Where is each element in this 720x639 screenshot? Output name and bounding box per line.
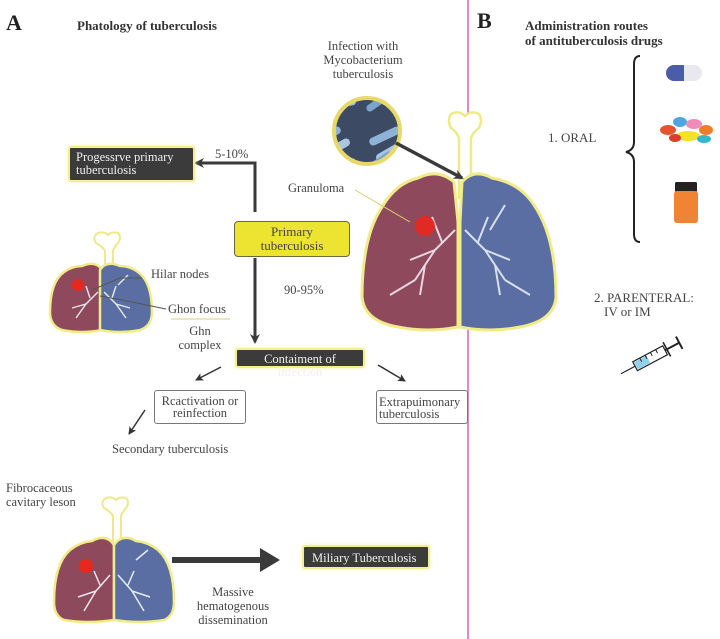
panel-a-letter: A <box>6 10 22 35</box>
panel-b-letter: B <box>477 8 492 33</box>
miliary-tb-box: Miliary Tuberculosis <box>302 545 430 569</box>
arrow-to-secondary <box>128 409 146 435</box>
infection-label: Infection with Mycobacterium tuberculosi… <box>323 39 403 81</box>
pill-bottle-icon <box>674 182 698 223</box>
containment-percent: 90-95% <box>284 283 324 297</box>
arrow-to-extrapulmonary <box>377 364 406 382</box>
primary-tb-box: Primary tuberculosis <box>234 221 350 257</box>
fibrocaseous-label: Fibrocaceous cavitary leson <box>6 481 76 509</box>
infection-arrow <box>395 141 464 180</box>
dissemination-arrow <box>172 548 280 572</box>
containment-box: Contaiment of infection <box>235 348 365 379</box>
progressive-primary-tb-box: Progessrve primary tuberculosis <box>68 146 195 182</box>
hilar-nodes-label: Hilar nodes <box>151 267 209 281</box>
large-lungs-illustration <box>360 111 558 332</box>
parenteral-route-label: 2. PARENTERAL: IV or IM <box>594 290 694 319</box>
granuloma-label: Granuloma <box>288 181 345 195</box>
ghon-focus-label: Ghon focus <box>168 302 226 316</box>
panel-b-title: Administration routes of antituberculosi… <box>525 18 663 48</box>
granuloma-lesion <box>415 216 435 236</box>
panel-a-title: Phatology of tuberculosis <box>77 18 217 33</box>
extrapulmonary-box: Extrapuimonary tuberculosis <box>376 390 468 424</box>
mycobacterium-image <box>332 96 402 166</box>
reactivation-box: Rcactivation or reinfection <box>154 390 246 424</box>
oral-route-label: 1. ORAL <box>548 130 597 145</box>
pills-icon <box>660 117 713 143</box>
syringe-icon <box>620 336 684 375</box>
arrow-to-reactivation <box>195 366 222 381</box>
small-lungs-illustration <box>48 231 154 334</box>
arrow-to-progressive <box>194 158 257 212</box>
ghon-complex-label: Ghn complex <box>178 324 222 352</box>
secondary-tb-label: Secondary tuberculosis <box>112 442 229 456</box>
oral-brace <box>625 55 641 243</box>
cavitary-lungs-illustration <box>52 496 176 624</box>
dissemination-label: Massive hematogenous dissemination <box>196 585 270 627</box>
capsule-icon <box>666 65 702 81</box>
progressive-percent: 5-10% <box>215 147 249 161</box>
